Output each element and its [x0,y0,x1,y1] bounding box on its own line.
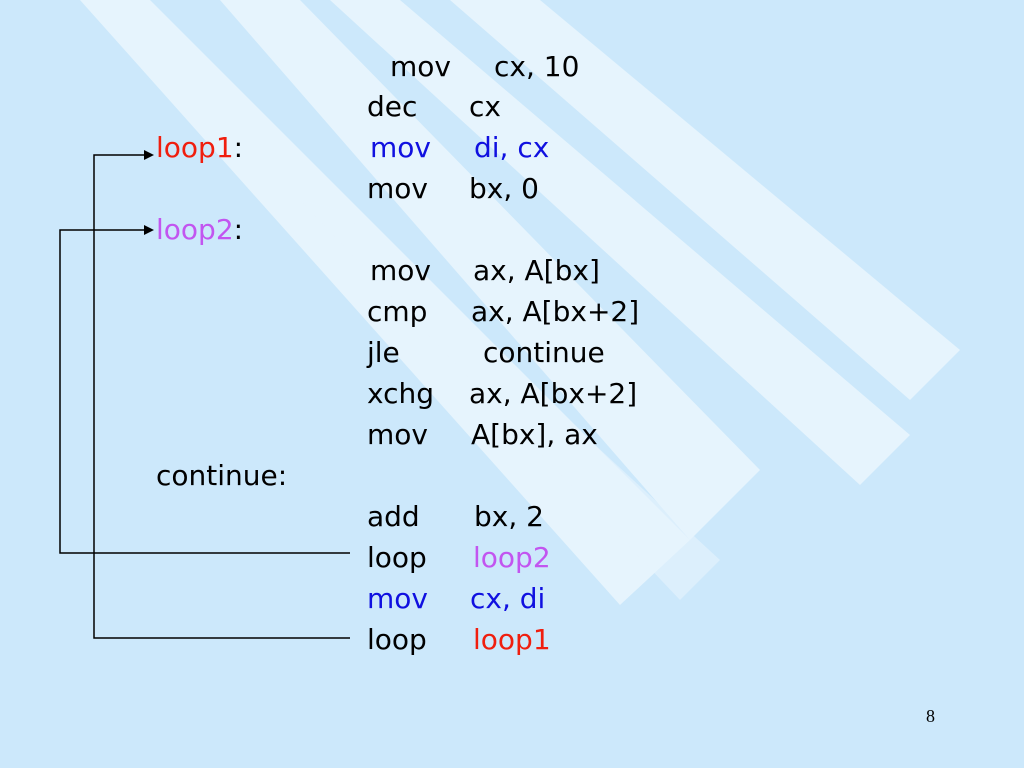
opcode: jle [367,336,400,369]
operands: continue [483,336,605,369]
stripe [80,0,690,605]
label-colon: : [233,131,244,164]
opcode: mov [370,254,431,287]
label-colon: : [233,213,244,246]
operands: loop2 [473,541,551,574]
opcode: mov [367,418,428,451]
opcode: loop [367,541,427,574]
label-colon: : [277,459,288,492]
stripe [300,200,720,600]
operands: di, cx [474,131,550,164]
operands: cx [469,90,501,123]
label-name: loop1 [156,131,234,164]
loop2-label: loop2: [156,213,243,247]
loop2-arrow [59,229,350,554]
opcode: dec [367,90,418,123]
loop1-arrow [93,154,350,639]
operands: A[bx], ax [471,418,598,451]
loop2-arrowhead [144,225,154,235]
opcode: mov [370,131,431,164]
opcode: loop [367,623,427,656]
opcode: mov [390,50,451,83]
stripe [220,0,760,540]
label-name: loop2 [156,213,234,246]
opcode: xchg [367,377,434,410]
opcode: mov [367,172,428,205]
loop1-arrowhead [144,150,154,160]
operands: bx, 0 [469,172,539,205]
operands: loop1 [473,623,551,656]
label-name: continue [156,459,278,492]
continue-label: continue: [156,459,287,493]
operands: bx, 2 [474,500,544,533]
loop1-label: loop1: [156,131,243,165]
operands: cx, 10 [494,50,580,83]
operands: cx, di [470,582,546,615]
operands: ax, A[bx+2] [471,295,640,328]
operands: ax, A[bx+2] [469,377,638,410]
operands: ax, A[bx] [473,254,600,287]
page-number: 8 [926,706,935,726]
opcode: add [367,500,420,533]
opcode: mov [367,582,428,615]
stripe [330,0,910,485]
opcode: cmp [367,295,428,328]
stripe [450,0,960,400]
